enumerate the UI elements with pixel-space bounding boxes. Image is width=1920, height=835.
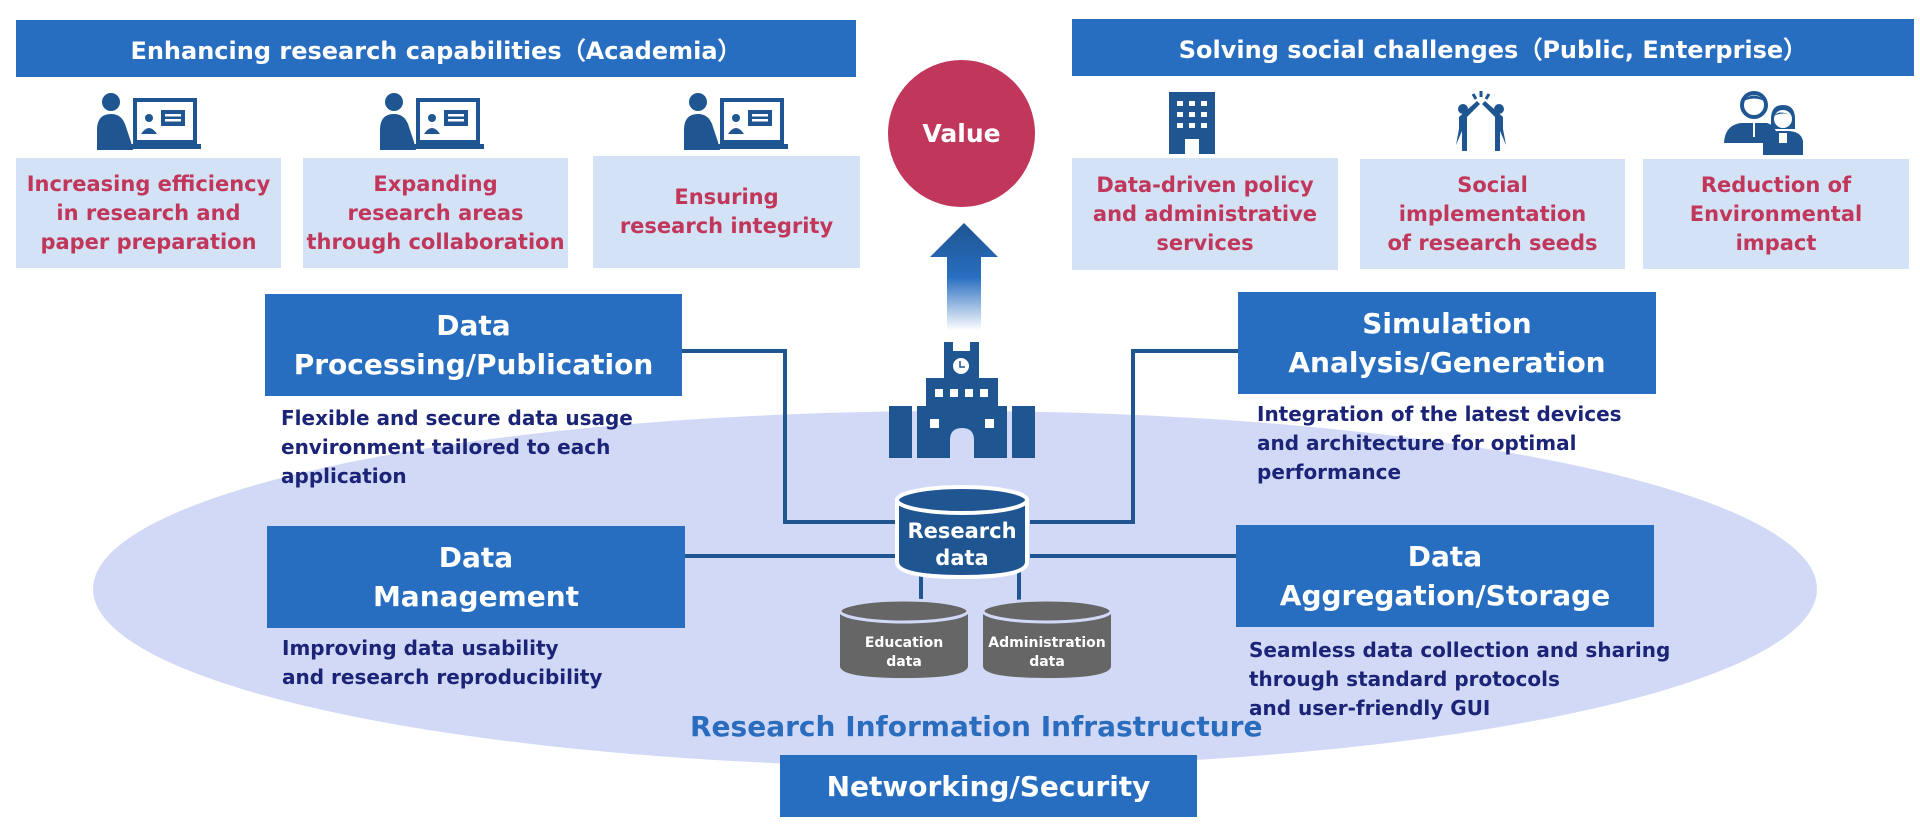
business-people-icon	[1723, 89, 1813, 155]
academia-goal-efficiency: Increasing efficiency in research and pa…	[16, 158, 281, 268]
networking-security-box: Networking/Security	[780, 755, 1197, 817]
person-with-monitor-icon	[95, 92, 203, 150]
society-banner: Solving social challenges（Public, Enterp…	[1072, 19, 1914, 76]
function-management-description: Improving data usability and research re…	[282, 636, 603, 689]
database-cylinder-icon	[981, 598, 1113, 678]
high-five-icon	[1453, 89, 1509, 153]
research-data-database: Research data	[894, 484, 1030, 580]
database-cylinder-icon	[838, 598, 970, 678]
academia-banner: Enhancing research capabilities（Academia…	[16, 20, 856, 77]
connector-simulation	[1030, 349, 1238, 524]
connector-processing	[682, 349, 900, 524]
function-simulation-description: Integration of the latest devices and ar…	[1257, 402, 1622, 484]
function-processing-description: Flexible and secure data usage environme…	[281, 406, 633, 488]
value-circle: Value	[888, 60, 1035, 207]
education-data-database: Education data	[838, 598, 970, 680]
society-goal-environment: Reduction of Environmental impact	[1643, 159, 1909, 269]
function-aggregation: Data Aggregation/Storage	[1236, 525, 1654, 627]
office-building-icon	[1168, 91, 1216, 154]
university-building-icon	[889, 342, 1035, 458]
database-cylinder-icon	[895, 485, 1029, 580]
society-goal-policy: Data-driven policy and administrative se…	[1072, 158, 1338, 270]
infrastructure-ellipse	[93, 411, 1817, 767]
person-with-monitor-icon	[378, 92, 486, 150]
administration-data-database: Administration data	[981, 598, 1113, 680]
infrastructure-label: Research Information Infrastructure	[690, 710, 1263, 743]
academia-goal-collaboration: Expanding research areas through collabo…	[303, 158, 568, 268]
administration-data-label: Administration data	[988, 635, 1106, 670]
academia-title: Enhancing research capabilities（Academia…	[130, 37, 742, 65]
function-simulation: Simulation Analysis/Generation	[1238, 292, 1656, 394]
function-management: Data Management	[267, 526, 685, 628]
up-arrow-icon	[930, 223, 998, 331]
function-aggregation-description: Seamless data collection and sharing thr…	[1249, 638, 1671, 720]
society-goal-implementation: Social implementation of research seeds	[1360, 159, 1625, 269]
person-with-monitor-icon	[682, 92, 790, 150]
academia-goal-integrity: Ensuring research integrity	[593, 156, 860, 268]
function-processing: Data Processing/Publication	[265, 294, 682, 396]
education-data-label: Education data	[864, 635, 944, 670]
value-label: Value	[922, 119, 1001, 148]
research-data-label: Research data	[907, 519, 1017, 570]
society-title: Solving social challenges（Public, Enterp…	[1178, 36, 1808, 64]
